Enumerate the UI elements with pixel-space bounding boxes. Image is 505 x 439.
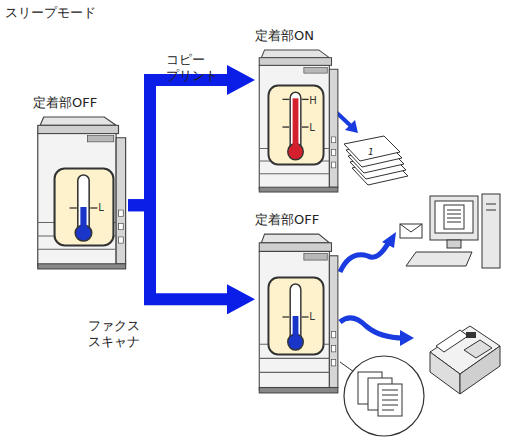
output-arrow bbox=[336, 112, 358, 133]
fuser-state-label: 定着部OFF bbox=[255, 212, 319, 228]
page-number: 1 bbox=[368, 147, 374, 157]
edge-label: コピー プリント bbox=[166, 52, 218, 84]
paper-stack bbox=[344, 136, 408, 185]
send-arrow-fax bbox=[340, 318, 414, 346]
diagram-title: スリープモード bbox=[5, 4, 96, 22]
thermometer-panel bbox=[267, 276, 325, 356]
fuser-state-label: 定着部OFF bbox=[33, 95, 97, 111]
level-mark: L bbox=[98, 202, 104, 213]
send-arrow-computer bbox=[340, 232, 396, 272]
computer-icon bbox=[400, 194, 500, 268]
printer-box: 定着部ONHL bbox=[255, 28, 340, 193]
printer-box: 定着部OFF L bbox=[33, 95, 128, 270]
magnifier-callout bbox=[340, 356, 424, 436]
thermometer-box: L bbox=[267, 276, 325, 356]
fuser-state-label: 定着部ON bbox=[255, 28, 314, 44]
flow-arrow bbox=[128, 80, 255, 205]
flow-arrow bbox=[128, 205, 255, 299]
level-mark: L bbox=[309, 311, 315, 322]
edge-label: ファクス スキャナ bbox=[88, 318, 140, 350]
level-mark: L bbox=[309, 122, 315, 133]
thermometer-panel bbox=[53, 167, 115, 247]
fax-icon bbox=[430, 326, 500, 394]
printer-box: 定着部OFF L bbox=[255, 212, 340, 394]
thermometer-box: HL bbox=[267, 84, 325, 166]
thermometer-box: L bbox=[53, 167, 115, 247]
level-mark: H bbox=[309, 95, 317, 106]
